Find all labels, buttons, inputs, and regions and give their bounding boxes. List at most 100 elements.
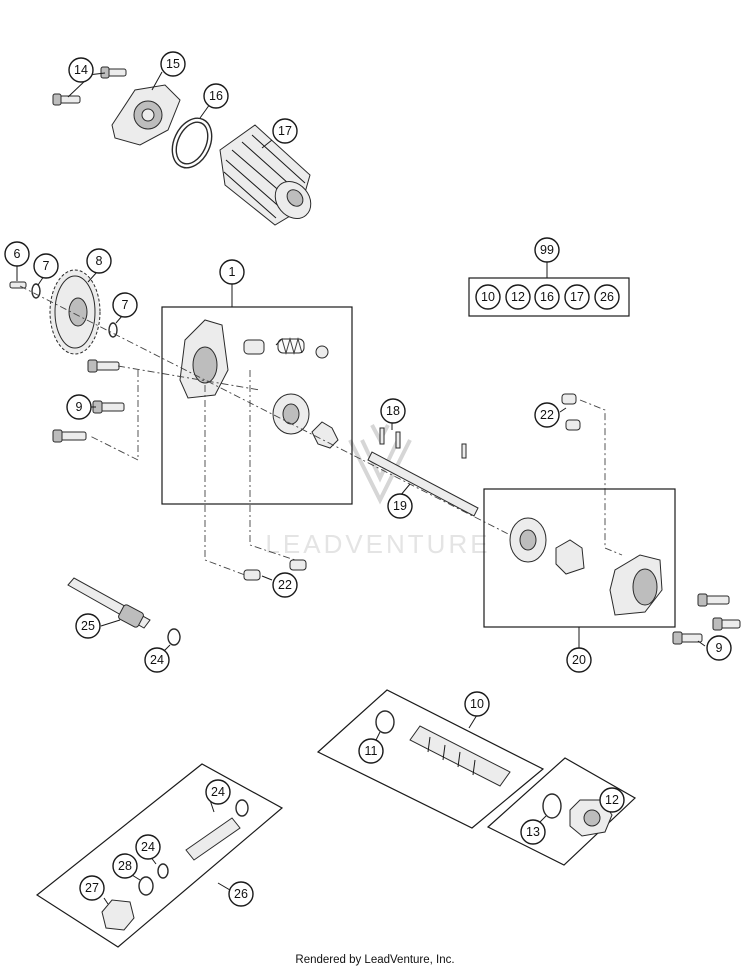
callout-20: 20 (566, 647, 592, 673)
leadventure-watermark: LEADVENTURE (265, 424, 490, 559)
svg-text:7: 7 (122, 298, 129, 312)
rotor-part-2 (555, 539, 585, 575)
kit-item-12: 12 (505, 284, 531, 310)
svg-text:9: 9 (76, 400, 83, 414)
callout-25: 25 (75, 613, 101, 639)
svg-text:22: 22 (278, 578, 292, 592)
callout-27: 27 (79, 875, 105, 901)
footer-credit: Rendered by LeadVenture, Inc. (295, 954, 455, 966)
svg-text:24: 24 (211, 785, 225, 799)
kit-99-box (468, 262, 630, 317)
pump-housing-kit-box (161, 283, 353, 505)
oil-screen-kit-box (316, 689, 545, 829)
callout-13: 13 (520, 819, 546, 845)
callout-19: 19 (387, 493, 413, 519)
callout-11: 11 (358, 738, 384, 764)
drive-gear-group (9, 265, 123, 355)
svg-text:12: 12 (511, 290, 525, 304)
callout-22-left: 22 (272, 572, 298, 598)
bushing-part (243, 339, 265, 355)
svg-text:25: 25 (81, 619, 95, 633)
svg-text:16: 16 (209, 89, 223, 103)
gear-part (49, 269, 101, 355)
callout-22-right: 22 (534, 402, 560, 428)
kit-item-10: 10 (475, 284, 501, 310)
svg-text:99: 99 (540, 243, 554, 257)
alignment-lines (19, 285, 623, 576)
pump-bolts (52, 359, 125, 443)
screw-part (9, 281, 27, 289)
svg-text:17: 17 (278, 124, 292, 138)
svg-text:1: 1 (229, 265, 236, 279)
svg-text:26: 26 (600, 290, 614, 304)
callout-26: 26 (228, 881, 254, 907)
callout-24-kit-lower: 24 (135, 834, 161, 860)
right-bolts (672, 593, 741, 647)
kit-item-16: 16 (534, 284, 560, 310)
callout-24-kit-upper: 24 (205, 779, 231, 805)
callout-1: 1 (219, 259, 245, 285)
svg-text:15: 15 (166, 57, 180, 71)
svg-text:17: 17 (570, 290, 584, 304)
svg-text:14: 14 (74, 63, 88, 77)
callout-6: 6 (4, 241, 30, 267)
oil-screen-part (409, 725, 511, 787)
plug-oring-part (542, 793, 562, 819)
oring-part (167, 628, 181, 646)
oil-tube-group (67, 577, 181, 653)
callout-18: 18 (380, 398, 406, 424)
callout-99: 99 (534, 237, 560, 263)
svg-text:16: 16 (540, 290, 554, 304)
callout-8: 8 (86, 248, 112, 274)
kit-item-17: 17 (564, 284, 590, 310)
nut-part (315, 345, 329, 359)
dowel-sleeves (243, 393, 581, 581)
pin-part-3 (461, 443, 467, 459)
svg-text:9: 9 (716, 641, 723, 655)
svg-text:20: 20 (572, 653, 586, 667)
shaft-group (367, 422, 479, 517)
pump-shaft-part (367, 451, 479, 517)
svg-text:11: 11 (365, 744, 378, 758)
svg-text:6: 6 (14, 247, 21, 261)
svg-text:22: 22 (540, 408, 554, 422)
lower-kit-box (35, 763, 284, 948)
svg-text:19: 19 (393, 499, 407, 513)
svg-text:10: 10 (481, 290, 495, 304)
oil-filter-part (219, 124, 312, 226)
svg-text:27: 27 (85, 881, 99, 895)
svg-text:10: 10 (470, 697, 484, 711)
oil-filter-oring-part (171, 117, 213, 169)
cover-bolt-part (52, 66, 127, 106)
svg-text:26: 26 (234, 887, 248, 901)
oil-filter-group (52, 66, 312, 226)
svg-text:7: 7 (43, 259, 50, 273)
check-valve-part (185, 817, 241, 861)
callout-7-lower: 7 (112, 292, 138, 318)
callout-10: 10 (464, 691, 490, 717)
callout-12: 12 (599, 787, 625, 813)
svg-text:24: 24 (141, 840, 155, 854)
svg-text:13: 13 (526, 825, 540, 839)
pin-part (379, 427, 385, 445)
screen-oring-part (375, 710, 395, 734)
svg-text:18: 18 (386, 404, 400, 418)
svg-text:8: 8 (96, 254, 103, 268)
callout-15: 15 (160, 51, 186, 77)
washer-part-2 (108, 322, 118, 338)
callout-7-upper: 7 (33, 253, 59, 279)
callout-17: 17 (272, 118, 298, 144)
drain-plug-kit-box (486, 757, 637, 866)
plug-part (101, 899, 135, 931)
watermark-text: LEADVENTURE (265, 529, 490, 559)
pin-part-2 (395, 431, 401, 449)
callout-14: 14 (68, 57, 94, 83)
callout-28: 28 (112, 853, 138, 879)
inner-rotor-part (311, 421, 339, 449)
svg-text:24: 24 (150, 653, 164, 667)
washer-part (31, 283, 41, 299)
callout-16: 16 (203, 83, 229, 109)
oil-filter-cover-part (111, 84, 181, 146)
callout-9-left: 9 (66, 394, 92, 420)
